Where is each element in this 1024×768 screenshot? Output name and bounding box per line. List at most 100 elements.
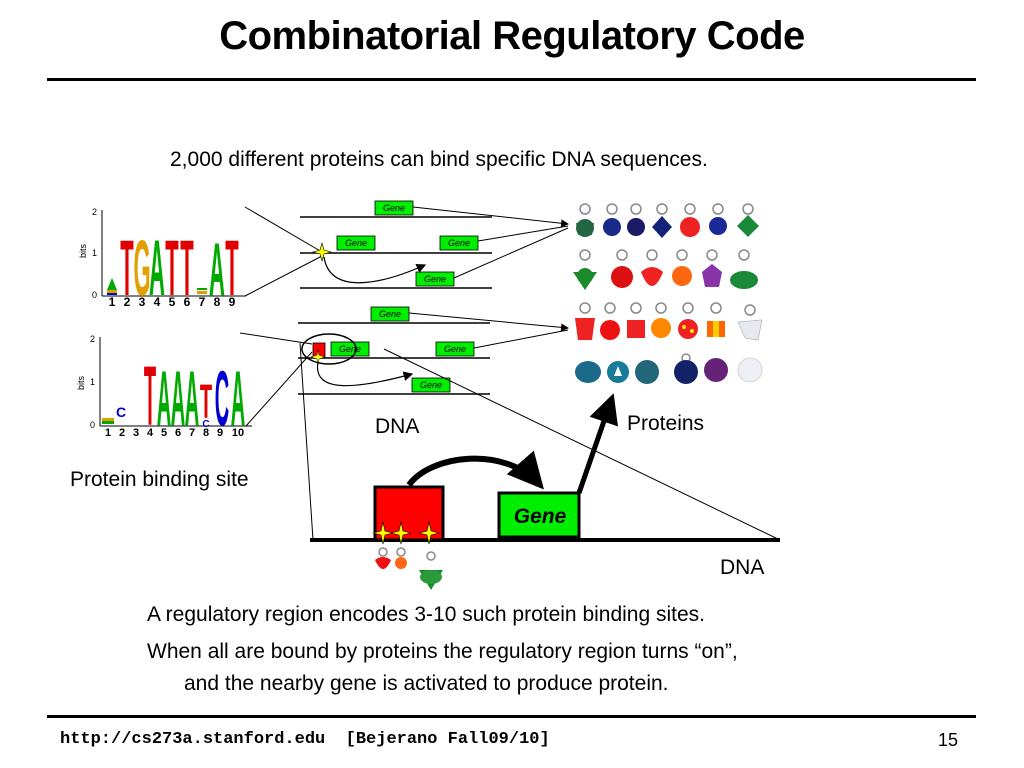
title-divider: [47, 78, 976, 81]
gene-box: Gene: [374, 200, 414, 216]
gene-box: Gene: [415, 271, 455, 287]
logo2-letter: A: [157, 355, 171, 443]
logo1-tick-x: 5: [169, 295, 176, 309]
logo2-tick-x: 8: [203, 427, 209, 439]
protein-binding-site-label: Protein binding site: [70, 468, 249, 491]
logo2-letter: A: [171, 355, 185, 443]
gene-box: Gene: [336, 235, 376, 251]
body-text: and the nearby gene is activated to prod…: [184, 672, 669, 695]
protein-key-icon: [709, 203, 727, 235]
logo1-letter: A: [209, 227, 225, 311]
protein-key-icon: [575, 302, 595, 340]
page-number: 15: [938, 730, 959, 750]
protein-key-icon: [603, 203, 621, 236]
logo1-tick-x: 8: [214, 295, 221, 309]
logo2-letter: T: [200, 375, 213, 429]
star-icon: [311, 241, 333, 263]
gene-box: Gene: [370, 306, 410, 322]
protein-key-icon: [730, 249, 758, 289]
logo2-tick-y: 0: [90, 420, 95, 430]
logo1-tick-x: 4: [154, 295, 161, 309]
protein-key-icon: [627, 203, 645, 236]
protein-key-icon: [611, 249, 633, 288]
protein-key-icon: [635, 360, 659, 384]
logo2-tick-y: 1: [90, 377, 95, 387]
logo2-tick-x: 6: [175, 427, 181, 439]
zoom-line: [383, 348, 781, 541]
gene-label: Gene: [424, 274, 446, 284]
protein-key-icon: [737, 357, 763, 383]
arrow-to-proteins: [453, 227, 569, 279]
logo2-letter: A: [231, 355, 245, 443]
bound-protein-icon: [375, 547, 391, 569]
activation-arrow: [406, 450, 544, 490]
logo1-letter: A: [149, 224, 165, 313]
logo1-tick-x: 1: [109, 295, 116, 309]
logo1-axis-label: bits: [78, 243, 88, 258]
protein-key-icon: [573, 249, 597, 290]
arrow-to-proteins: [477, 225, 569, 242]
connector-line: [239, 332, 313, 345]
slide-title: Combinatorial Regulatory Code: [219, 14, 805, 58]
logo2-tick-x: 9: [217, 427, 223, 439]
logo2-tick-x: 5: [161, 427, 167, 439]
gene-box: Gene: [439, 235, 479, 251]
protein-key-icon: [600, 302, 620, 340]
dna-label-bottom: DNA: [720, 556, 765, 579]
curve-arrow: [323, 256, 427, 284]
gene-label: Gene: [383, 203, 405, 213]
logo2-tick-x: 7: [189, 427, 195, 439]
protein-key-icon: [704, 358, 728, 382]
logo1-tick-y: 2: [92, 207, 97, 217]
binding-site-ellipse: [301, 333, 357, 365]
svg-text:C: C: [202, 419, 209, 430]
logo2-letter: A: [185, 355, 199, 443]
dna-group-1: [300, 216, 492, 289]
svg-text:C: C: [116, 404, 126, 420]
protein-key-icon: [737, 304, 763, 341]
protein-key-icon: [678, 302, 698, 339]
curve-arrow: [316, 361, 414, 387]
protein-key-icon: [627, 302, 645, 338]
logo2-axis-label: bits: [76, 375, 86, 390]
arrow-to-proteins: [408, 312, 569, 332]
logo2-tick-x: 4: [147, 427, 154, 439]
gene-label: Gene: [448, 238, 470, 248]
logo1-tick-x: 9: [229, 295, 236, 309]
gene-label: Gene: [444, 344, 466, 354]
star-icon: [418, 521, 440, 545]
gene-box-large: Gene: [497, 491, 581, 539]
body-text: A regulatory region encodes 3-10 such pr…: [147, 603, 706, 626]
connector-line: [244, 206, 323, 253]
star-icon: [372, 521, 394, 545]
logo1-tick-y: 0: [92, 290, 97, 300]
proteins-label: Proteins: [627, 412, 705, 435]
protein-key-icon: [680, 203, 700, 237]
logo1-letter: T: [165, 224, 178, 313]
star-icon: [390, 521, 412, 545]
logo2-letter: C: [215, 355, 229, 443]
production-arrow: [576, 393, 618, 494]
arrow-to-proteins: [412, 206, 569, 228]
logo1-letter: T: [225, 224, 238, 313]
bound-protein-icon: [419, 551, 443, 590]
logo2-tick-y: 2: [90, 334, 95, 344]
logo1-tick-x: 7: [199, 295, 206, 309]
protein-key-icon: [575, 361, 601, 383]
connector-line: [245, 351, 313, 427]
logo2-tick-x: 10: [232, 427, 244, 439]
logo1-letter: G: [133, 224, 150, 313]
sequence-logo-1: bits 2 1 0 1 2 3 4 5 6 7 8 9 T G A T T A…: [78, 207, 246, 313]
protein-key-icon: [674, 353, 698, 384]
logo1-letter: T: [180, 224, 193, 313]
protein-key-icon: [707, 302, 725, 337]
dna-label: DNA: [375, 415, 420, 438]
protein-key-icon: [737, 203, 759, 237]
gene-box: Gene: [411, 377, 451, 393]
logo1-tick-x: 3: [139, 295, 146, 309]
gene-label: Gene: [420, 380, 442, 390]
footer-url[interactable]: http://cs273a.stanford.edu [Bejerano Fal…: [60, 730, 550, 749]
bound-protein-icon: [395, 547, 407, 569]
gene-label: Gene: [339, 344, 361, 354]
